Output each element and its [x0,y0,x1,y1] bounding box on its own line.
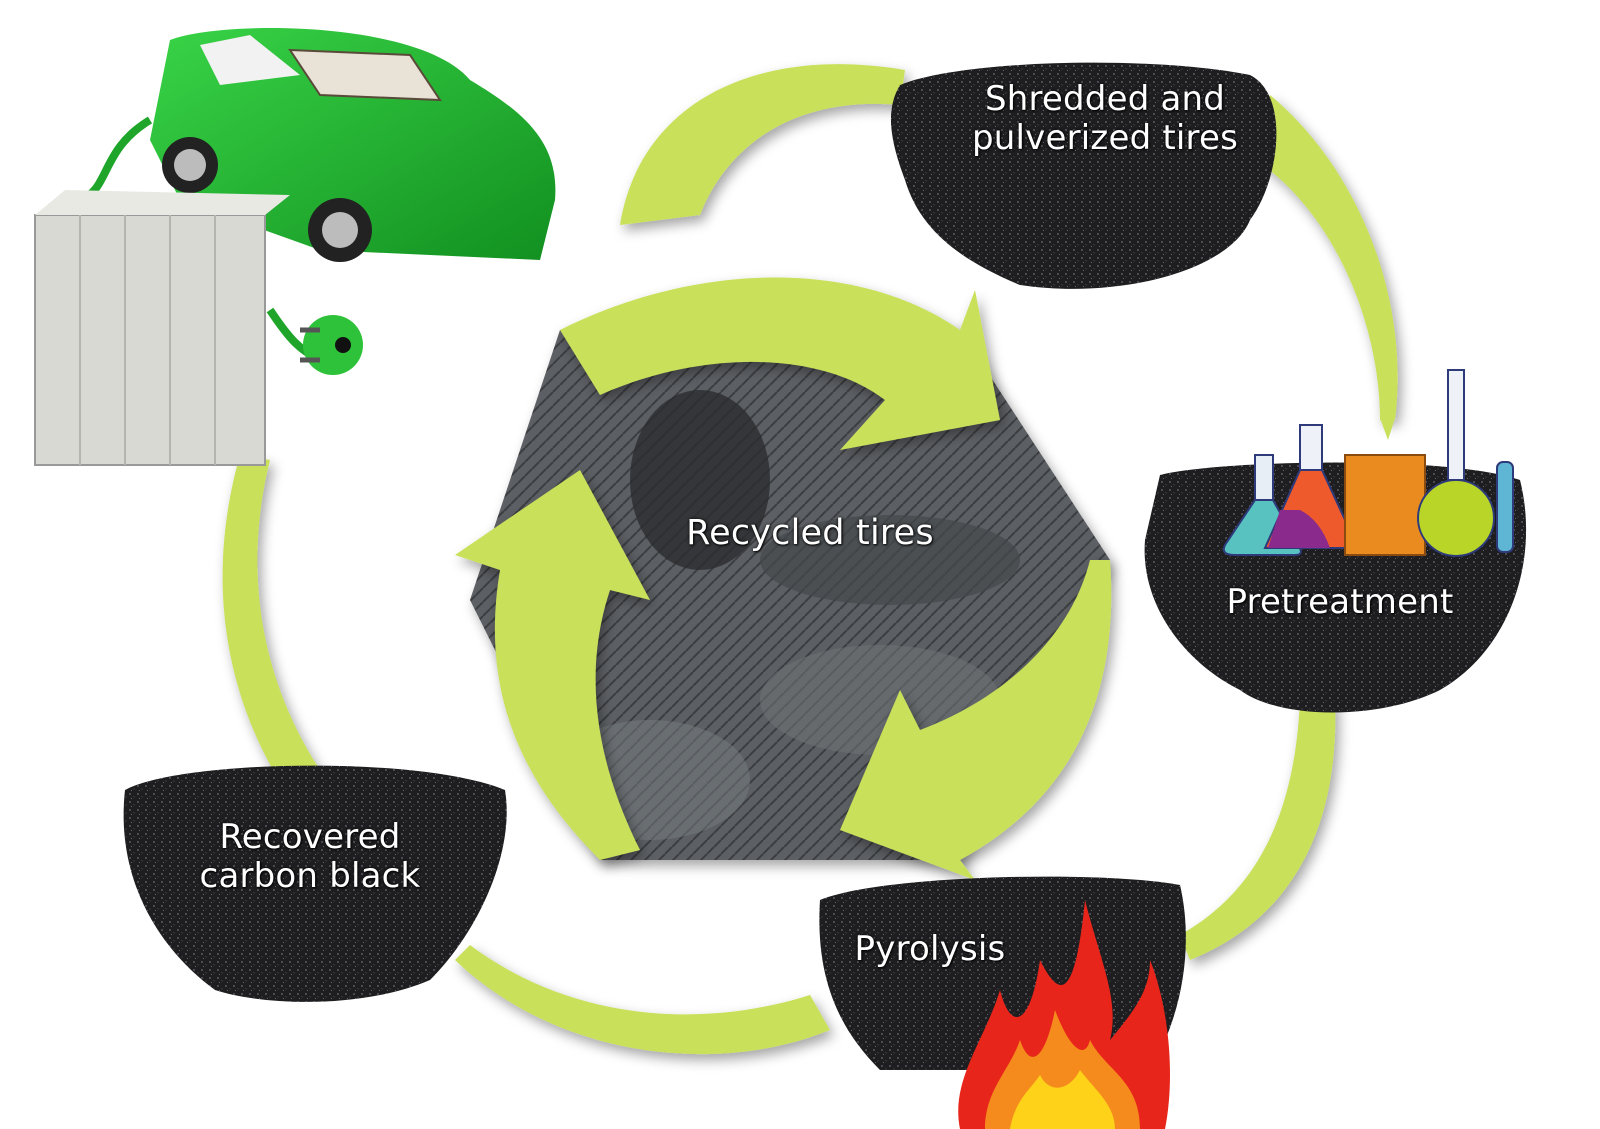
recycle-arrows-icon [455,277,1112,880]
stage-label-line: Shredded and [984,79,1226,119]
stage-label-shredded: Shredded and pulverized tires [940,79,1270,159]
stage-label-line: pulverized tires [971,118,1239,159]
stage-label-line: Recovered [219,817,401,857]
stage-label-pretreatment: Pretreatment [1226,582,1454,622]
lab-glassware-icon [1222,369,1514,557]
stage-label-carbon-black: Recovered carbon black [170,817,450,897]
flame-icon [958,900,1170,1129]
center-label-recycled-tires: Recycled tires [686,513,934,553]
electric-car-battery-icon [34,28,556,466]
stage-label-pyrolysis: Pyrolysis [854,929,1006,969]
carbon-granules-pile [123,765,507,1002]
rubber-powder-pile [890,62,1277,289]
stage-label-line: carbon black [199,856,421,897]
